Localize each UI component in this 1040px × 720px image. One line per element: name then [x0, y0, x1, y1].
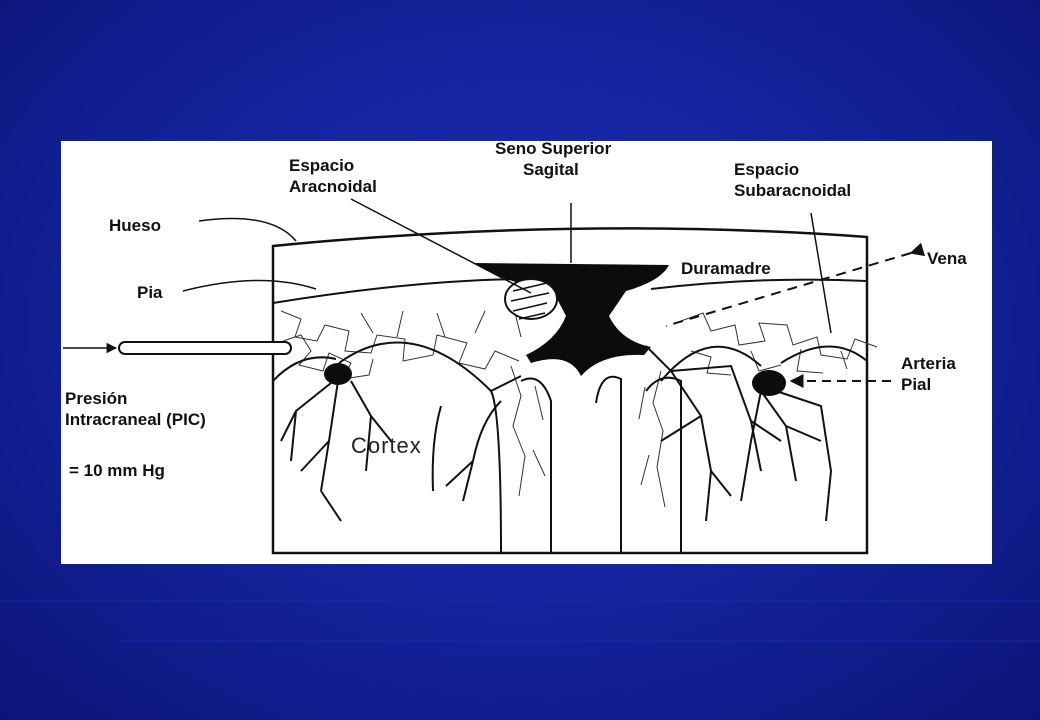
label-presion-valor: = 10 mm Hg — [69, 461, 165, 480]
label-duramadre: Duramadre — [681, 259, 771, 278]
label-arteria-pial: Arteria Pial — [901, 353, 956, 395]
skull-block — [271, 227, 869, 555]
bone-layer — [272, 278, 532, 304]
bone-layer — [650, 278, 868, 290]
label-line: Arteria — [901, 354, 956, 373]
cortical-vessels — [280, 345, 833, 522]
label-line: Espacio — [734, 160, 800, 179]
label-espacio-aracnoidal: Espacio Aracnoidal — [289, 155, 377, 197]
label-line: Seno Superior — [495, 141, 612, 158]
label-line: Sagital — [523, 160, 579, 179]
label-line: Subaracnoidal — [734, 181, 852, 200]
label-line: Pial — [901, 375, 932, 394]
label-line: Espacio — [289, 156, 355, 175]
label-seno-superior-sagital: Seno Superior Sagital — [495, 141, 611, 180]
label-presion-intracraneal: Presión Intracraneal (PIC) — [65, 388, 206, 430]
label-cortex: Cortex — [351, 433, 422, 458]
subarachnoid-texture — [280, 310, 878, 508]
label-line: Intracraneal (PIC) — [65, 410, 206, 429]
background-wave — [120, 640, 1040, 642]
label-line: Presión — [65, 389, 128, 408]
pial-vessel-right — [752, 370, 786, 396]
label-hueso: Hueso — [109, 216, 161, 235]
label-line: Aracnoidal — [289, 177, 377, 196]
label-pia: Pia — [137, 283, 163, 302]
pial-vessel-left — [324, 363, 352, 385]
cortex-gyri — [272, 341, 868, 554]
label-vena: Vena — [927, 249, 967, 268]
superior-sagittal-sinus — [473, 263, 669, 376]
background-wave — [0, 600, 1040, 602]
arachnoid-granulation — [504, 278, 558, 320]
diagram-panel: Espacio Aracnoidal Seno Superior Sagital… — [61, 141, 992, 564]
meninges-diagram — [63, 198, 926, 555]
icp-catheter — [118, 341, 292, 355]
vena-arrow — [665, 242, 926, 327]
leader-lines — [182, 198, 832, 334]
label-espacio-subaracnoidal: Espacio Subaracnoidal — [734, 159, 851, 201]
